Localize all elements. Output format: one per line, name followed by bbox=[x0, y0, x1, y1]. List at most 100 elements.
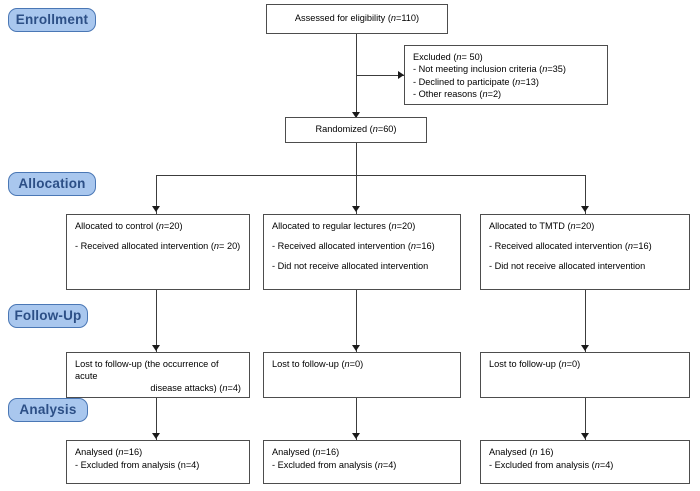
alloc-tmtd-line-1: - Received allocated intervention (n=16) bbox=[489, 241, 681, 253]
box-followup-regular-lectures: Lost to follow-up (n=0) bbox=[263, 352, 461, 398]
excluded-reason-2-prefix: - Declined to participate ( bbox=[413, 76, 516, 87]
excluded-reason-1-suffix: =35) bbox=[547, 64, 566, 75]
analysis-control-analysed-prefix: Analysed ( bbox=[75, 447, 119, 457]
excluded-reason-1-n: n bbox=[542, 64, 548, 75]
analysis-control-analysed-n: n bbox=[118, 447, 124, 457]
box-randomized: Randomized (n=60) bbox=[285, 117, 427, 143]
followup-tmtd-line-1-prefix: Lost to follow-up ( bbox=[489, 359, 562, 369]
connector-to-excluded bbox=[356, 75, 404, 77]
analysis-tmtd-excluded: - Excluded from analysis (n=4) bbox=[489, 460, 681, 472]
analysis-tmtd-analysed: Analysed (n 16) bbox=[489, 447, 681, 459]
followup-lectures-line-1: Lost to follow-up (n=0) bbox=[272, 359, 452, 371]
box-followup-tmtd: Lost to follow-up (n=0) bbox=[480, 352, 690, 398]
connector-tmtd-to-followup bbox=[585, 290, 587, 352]
alloc-lectures-line-1: - Received allocated intervention (n=16) bbox=[272, 241, 452, 253]
excluded-reason-2: - Declined to participate (n=13) bbox=[413, 77, 599, 89]
connector-assessed-to-randomized bbox=[356, 34, 358, 129]
arrowhead-to-randomized bbox=[352, 112, 360, 118]
alloc-control-title-n: n bbox=[158, 221, 164, 231]
analysis-control-analysed-suffix: =16) bbox=[123, 447, 143, 457]
followup-tmtd-line-1-suffix: =0) bbox=[566, 359, 581, 369]
alloc-tmtd-line-1-prefix: - Received allocated intervention ( bbox=[489, 240, 628, 251]
stage-badge-enrollment: Enrollment bbox=[8, 8, 96, 32]
arrowhead-followup-lectures bbox=[352, 345, 360, 351]
alloc-control-title-suffix: =20) bbox=[163, 221, 183, 231]
analysis-control-excluded-prefix: - Excluded from analysis (n bbox=[75, 459, 186, 470]
alloc-control-title-prefix: Allocated to control ( bbox=[75, 221, 159, 231]
excluded-reason-3-n: n bbox=[482, 88, 488, 99]
arrowhead-alloc-lectures bbox=[352, 206, 360, 212]
randomized-n-symbol: n bbox=[372, 124, 378, 135]
analysis-tmtd-analysed-suffix: 16) bbox=[537, 447, 554, 457]
stage-badge-allocation: Allocation bbox=[8, 172, 96, 196]
stage-label-followup: Follow-Up bbox=[14, 308, 82, 324]
stage-label-analysis: Analysis bbox=[19, 402, 77, 418]
box-allocation-control: Allocated to control (n=20) - Received a… bbox=[66, 214, 250, 290]
alloc-lectures-title-n: n bbox=[391, 221, 397, 231]
alloc-control-line-1-suffix: = 20) bbox=[219, 240, 241, 251]
connector-control-to-followup bbox=[156, 290, 158, 352]
alloc-tmtd-title: Allocated to TMTD (n=20) bbox=[489, 221, 681, 233]
arrowhead-followup-control bbox=[152, 345, 160, 351]
alloc-tmtd-line-1-n: n bbox=[627, 240, 634, 251]
box-followup-control: Lost to follow-up (the occurrence of acu… bbox=[66, 352, 250, 398]
analysis-lectures-excluded-suffix: =4) bbox=[382, 459, 397, 470]
excluded-reason-3: - Other reasons (n=2) bbox=[413, 89, 599, 101]
analysis-control-analysed: Analysed (n=16) bbox=[75, 447, 241, 459]
box-allocation-tmtd: Allocated to TMTD (n=20) - Received allo… bbox=[480, 214, 690, 290]
analysis-tmtd-excluded-n: n bbox=[594, 459, 600, 470]
stage-badge-analysis: Analysis bbox=[8, 398, 88, 422]
arrowhead-alloc-control bbox=[152, 206, 160, 212]
alloc-lectures-line-1-n: n bbox=[410, 240, 417, 251]
alloc-lectures-line-1-prefix: - Received allocated intervention ( bbox=[272, 240, 411, 251]
followup-control-line-2-prefix: disease attacks) ( bbox=[150, 382, 223, 393]
followup-control-line-2-n: n bbox=[222, 382, 228, 393]
analysis-lectures-analysed-suffix: =16) bbox=[320, 447, 340, 457]
followup-control-line-1: Lost to follow-up (the occurrence of acu… bbox=[75, 359, 219, 381]
assessed-text-prefix: Assessed for eligibility ( bbox=[294, 13, 391, 24]
connector-lectures-to-analysis bbox=[356, 398, 358, 440]
excluded-heading: Excluded (n= 50) bbox=[413, 52, 599, 64]
box-allocation-regular-lectures: Allocated to regular lectures (n=20) - R… bbox=[263, 214, 461, 290]
assessed-text-suffix: =110) bbox=[396, 13, 420, 24]
connector-control-to-analysis bbox=[156, 398, 158, 440]
alloc-control-line-1: - Received allocated intervention (n= 20… bbox=[75, 241, 241, 253]
excluded-heading-prefix: Excluded ( bbox=[413, 52, 457, 62]
followup-control-line-2: disease attacks) (n=4) bbox=[75, 383, 241, 395]
arrowhead-to-excluded bbox=[398, 71, 404, 79]
followup-tmtd-line-1-n: n bbox=[561, 359, 567, 369]
excluded-reason-3-suffix: =2) bbox=[487, 88, 502, 99]
connector-randomized-trunk bbox=[356, 143, 358, 219]
analysis-lectures-analysed-n: n bbox=[315, 447, 321, 457]
excluded-heading-n: n bbox=[456, 52, 462, 62]
connector-lectures-to-followup bbox=[356, 290, 358, 352]
alloc-lectures-line-2: - Did not receive allocated intervention bbox=[272, 261, 452, 273]
analysis-lectures-analysed-prefix: Analysed ( bbox=[272, 447, 316, 457]
analysis-tmtd-analysed-prefix: Analysed ( bbox=[489, 447, 533, 457]
alloc-lectures-line-2-prefix: - Did not receive allocated intervention bbox=[272, 260, 429, 271]
alloc-lectures-line-1-suffix: =16) bbox=[416, 240, 435, 251]
followup-lectures-line-1-n: n bbox=[344, 359, 350, 369]
analysis-tmtd-analysed-n: n bbox=[532, 447, 538, 457]
followup-lectures-line-1-prefix: Lost to follow-up ( bbox=[272, 359, 345, 369]
arrowhead-followup-tmtd bbox=[581, 345, 589, 351]
analysis-control-excluded-suffix: =4) bbox=[185, 459, 200, 470]
followup-tmtd-line-1: Lost to follow-up (n=0) bbox=[489, 359, 681, 371]
followup-control-line-2-suffix: =4) bbox=[227, 382, 241, 393]
excluded-reason-3-prefix: - Other reasons ( bbox=[413, 88, 483, 99]
analysis-lectures-analysed: Analysed (n=16) bbox=[272, 447, 452, 459]
box-excluded: Excluded (n= 50) - Not meeting inclusion… bbox=[404, 45, 608, 105]
excluded-reason-1: - Not meeting inclusion criteria (n=35) bbox=[413, 64, 599, 76]
analysis-lectures-excluded-prefix: - Excluded from analysis ( bbox=[272, 459, 378, 470]
assessed-n-symbol: n bbox=[390, 13, 397, 24]
excluded-reason-1-prefix: - Not meeting inclusion criteria ( bbox=[413, 64, 543, 75]
analysis-control-excluded: - Excluded from analysis (n=4) bbox=[75, 460, 241, 472]
arrowhead-analysis-control bbox=[152, 433, 160, 439]
stage-label-enrollment: Enrollment bbox=[15, 12, 89, 28]
excluded-reason-2-n: n bbox=[515, 76, 521, 87]
box-analysis-tmtd: Analysed (n 16) - Excluded from analysis… bbox=[480, 440, 690, 484]
alloc-tmtd-title-suffix: =20) bbox=[575, 221, 595, 231]
alloc-control-title: Allocated to control (n=20) bbox=[75, 221, 241, 233]
followup-lectures-line-1-suffix: =0) bbox=[349, 359, 364, 369]
